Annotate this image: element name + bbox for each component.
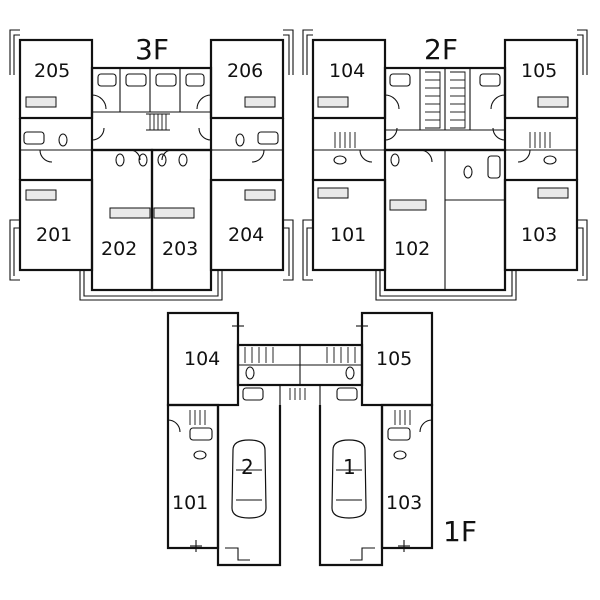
unit-label: 104 bbox=[184, 348, 221, 370]
floor-label-2f: 2F bbox=[424, 33, 458, 66]
unit-label: 102 bbox=[394, 238, 431, 260]
parking-slot-label: 1 bbox=[343, 455, 356, 479]
unit-label: 104 bbox=[329, 60, 366, 82]
unit-label: 101 bbox=[172, 492, 209, 514]
unit-label: 101 bbox=[330, 224, 367, 246]
floor-label-3f: 3F bbox=[135, 33, 169, 66]
unit-label: 204 bbox=[228, 224, 265, 246]
car-icon bbox=[231, 439, 267, 519]
unit-label: 103 bbox=[521, 224, 558, 246]
unit-label: 105 bbox=[521, 60, 558, 82]
floor-label-1f: 1F bbox=[443, 515, 477, 548]
unit-label: 103 bbox=[386, 492, 423, 514]
car-icon bbox=[331, 439, 367, 519]
parking-slot-label: 2 bbox=[241, 455, 254, 479]
unit-label: 206 bbox=[227, 60, 264, 82]
floor-2f-plan bbox=[302, 29, 588, 301]
unit-label: 203 bbox=[162, 238, 199, 260]
unit-label: 105 bbox=[376, 348, 413, 370]
floor-3f-plan bbox=[9, 29, 294, 301]
unit-label: 202 bbox=[101, 238, 138, 260]
unit-label: 201 bbox=[36, 224, 73, 246]
unit-label: 205 bbox=[34, 60, 71, 82]
floor-1f-plan bbox=[166, 311, 434, 567]
